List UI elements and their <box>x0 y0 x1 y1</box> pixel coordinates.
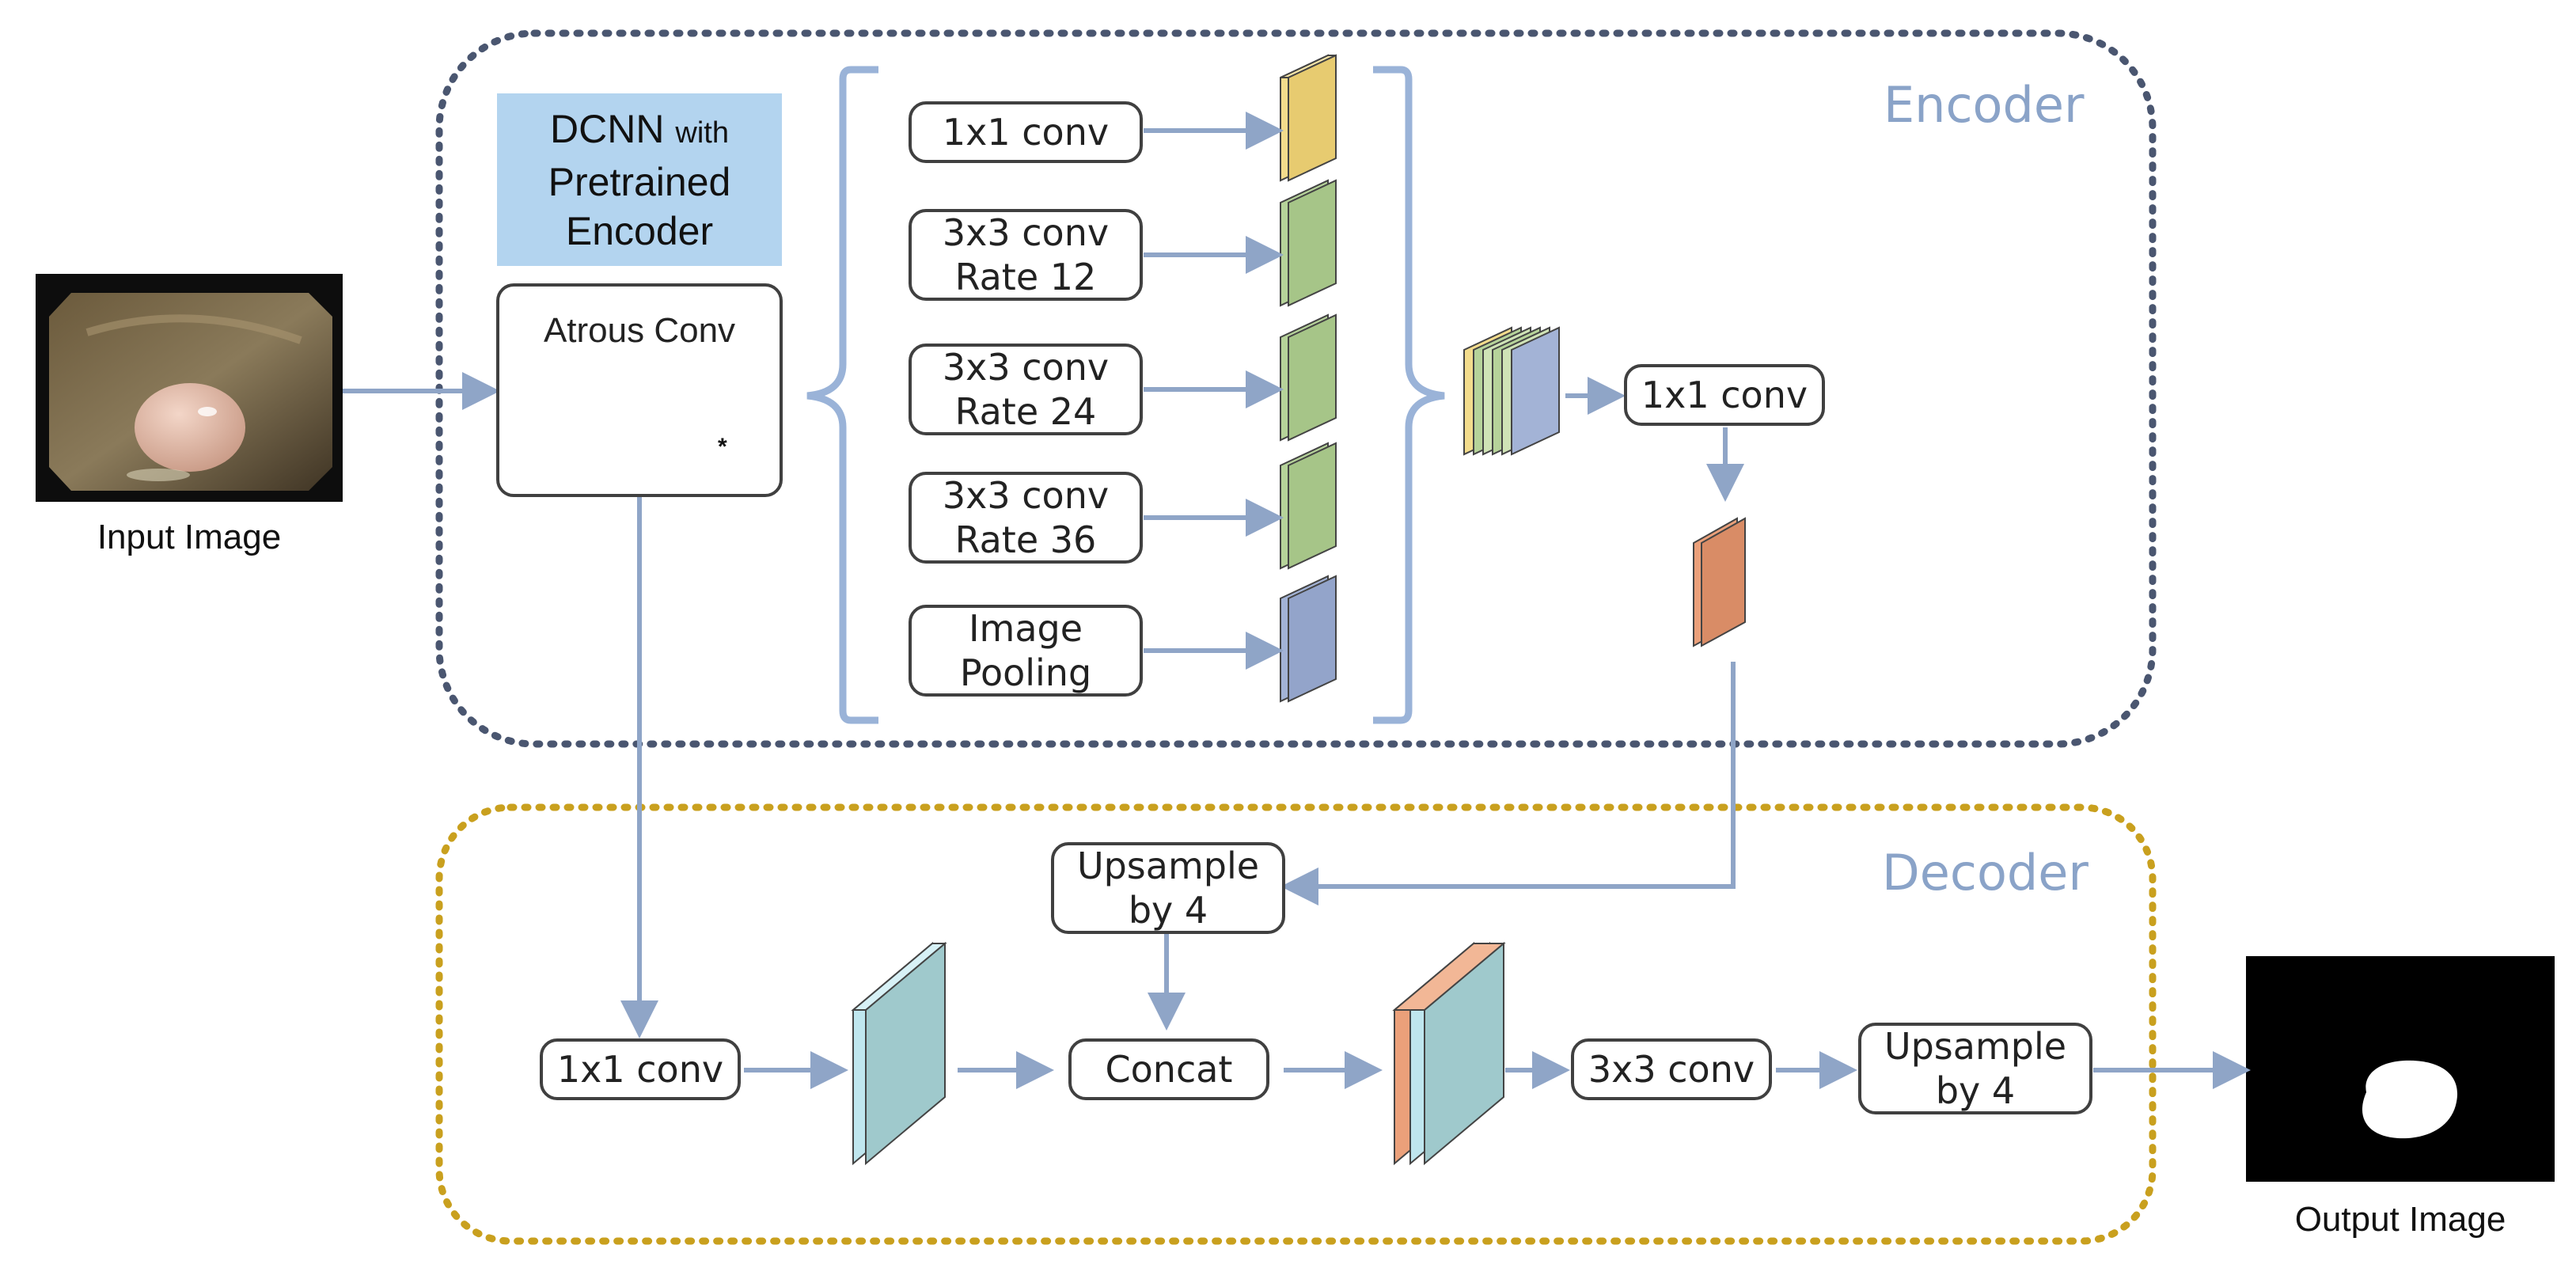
decoder-1x1-conv-box: 1x1 conv <box>540 1038 741 1100</box>
dcnn-title: DCNN <box>550 106 665 151</box>
decoder-region <box>435 803 2157 1245</box>
arrows <box>343 112 2251 1089</box>
dcnn-line2: Pretrained <box>548 159 731 204</box>
dcnn-title-suffix: with <box>675 116 729 150</box>
atrous-asterisk: * <box>718 434 727 460</box>
concatenated-feature-stack <box>1463 326 1560 456</box>
decoder-concat-feature-map <box>1392 941 1506 1166</box>
decoder-3x3-conv-box: 3x3 conv <box>1571 1038 1772 1100</box>
aspp-feature-map-green-3 <box>1280 442 1337 570</box>
decoder-final-upsample-box: Upsample by 4 <box>1858 1023 2092 1114</box>
decoder-concat-box: Concat <box>1068 1038 1269 1100</box>
aspp-branch-rate-36: 3x3 conv Rate 36 <box>909 472 1143 564</box>
output-image-label: Output Image <box>2294 1200 2506 1239</box>
aspp-branch-image-pooling: Image Pooling <box>909 605 1143 697</box>
encoder-output-feature-map <box>1693 517 1746 647</box>
atrous-conv-box: Atrous Conv <box>496 283 783 497</box>
aspp-branch-1x1-conv: 1x1 conv <box>909 101 1143 163</box>
decoder-upsample-by-4-box: Upsample by 4 <box>1051 842 1285 934</box>
aspp-feature-map-green-2 <box>1280 313 1337 442</box>
decoder-label: Decoder <box>1882 844 2088 902</box>
aspp-feature-map-yellow <box>1280 54 1337 182</box>
output-image <box>2246 956 2555 1182</box>
input-image-label: Input Image <box>97 518 282 556</box>
dcnn-line3: Encoder <box>565 208 714 253</box>
atrous-conv-label: Atrous Conv <box>543 311 736 350</box>
decoder-low-level-feature-map <box>851 941 947 1166</box>
encoder-1x1-conv-box: 1x1 conv <box>1624 364 1825 426</box>
aspp-feature-map-blue <box>1280 575 1337 703</box>
aspp-branch-rate-24: 3x3 conv Rate 24 <box>909 344 1143 435</box>
aspp-branch-rate-12: 3x3 conv Rate 12 <box>909 209 1143 301</box>
aspp-right-bracket <box>1373 66 1445 724</box>
aspp-feature-map-green-1 <box>1280 179 1337 307</box>
dcnn-pretrained-encoder-block: DCNN with Pretrained Encoder <box>497 93 782 266</box>
encoder-label: Encoder <box>1884 76 2085 134</box>
input-image <box>36 274 343 502</box>
aspp-left-bracket <box>806 66 878 724</box>
